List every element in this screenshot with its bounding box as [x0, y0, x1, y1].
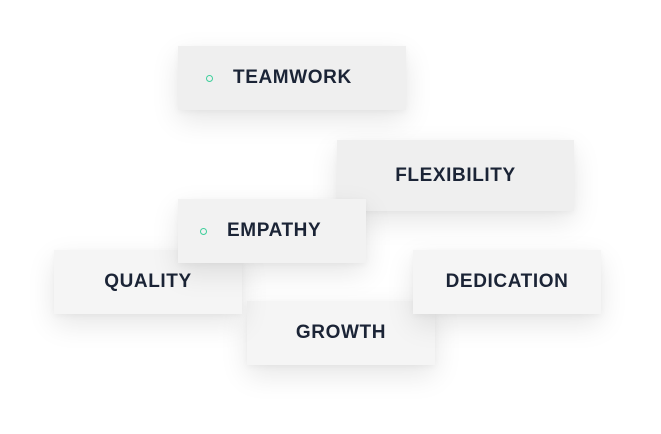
value-card-flexibility: FLEXIBILITY: [337, 140, 574, 211]
circle-bullet-icon: [206, 74, 213, 82]
value-card-growth: GROWTH: [247, 301, 435, 365]
value-card-dedication: DEDICATION: [413, 250, 601, 314]
value-card-teamwork: TEAMWORK: [178, 46, 406, 110]
value-label-quality: QUALITY: [104, 271, 192, 292]
value-label-teamwork: TEAMWORK: [233, 67, 352, 88]
value-label-dedication: DEDICATION: [445, 271, 569, 292]
value-card-empathy: EMPATHY: [178, 199, 366, 263]
value-label-growth: GROWTH: [295, 322, 387, 343]
value-label-flexibility: FLEXIBILITY: [395, 164, 516, 186]
value-label-empathy: EMPATHY: [227, 220, 322, 241]
circle-bullet-icon: [200, 227, 207, 235]
